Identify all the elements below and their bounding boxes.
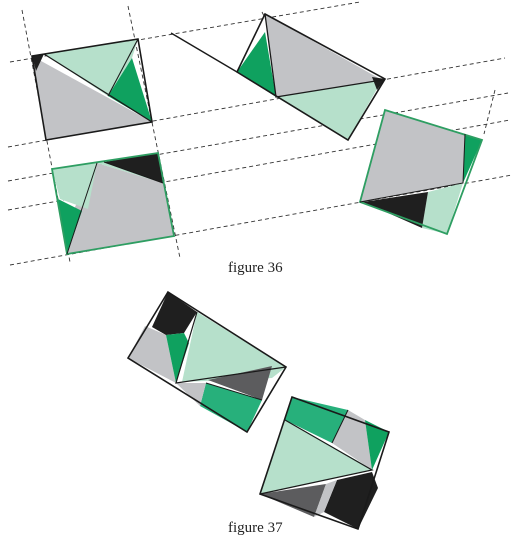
rectangle-top-middle [170,12,387,142]
light-green-region [276,80,382,140]
black-triangle [32,54,44,71]
mid-green-region [200,383,262,432]
green-triangle [365,420,389,470]
light-green-sliver [97,162,163,183]
gray-region-top [332,410,372,470]
gray-region [360,110,465,202]
light-green-region [44,39,138,96]
black-region-top [152,292,197,335]
dark-gray-region [260,484,326,517]
square-right [358,108,484,236]
gray-region-left [128,326,176,383]
figure-36 [7,1,513,266]
outline [126,290,288,434]
green-triangle [237,32,276,97]
square-bottom-left [50,151,176,256]
gray-region-bottom [314,480,337,517]
mid-green-region-top [285,397,348,443]
gray-region [32,56,152,140]
green-triangle [463,134,482,183]
dark-gray-triangle [208,366,272,400]
light-green-region [182,312,286,382]
figure-37-caption: figure 37 [228,520,283,536]
gray-region-bottom [176,383,206,406]
gray-region [265,14,382,97]
rectangle-lower [258,395,390,531]
green-triangle [58,199,82,254]
square-top-left [31,38,153,141]
green-triangle [108,58,152,122]
figure-36-caption: figure 36 [228,260,283,276]
outline [235,12,387,142]
green-triangle [166,333,189,383]
figure-37 [126,290,390,531]
outline [50,151,176,256]
black-triangle [104,153,163,183]
outline [358,108,484,236]
black-region-bottom [324,472,378,529]
gray-region [67,163,174,254]
light-green-region [422,183,463,234]
black-triangle [363,192,428,228]
outline [258,395,390,531]
rectangle-upper [126,290,288,434]
